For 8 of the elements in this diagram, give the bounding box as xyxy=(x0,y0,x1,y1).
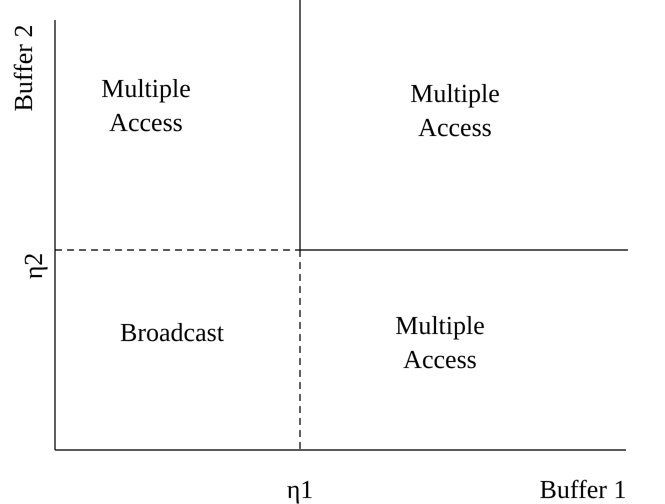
axis-label: Buffer 1 xyxy=(540,474,626,504)
region-label: Broadcast xyxy=(120,317,224,350)
region-label: Multiple Access xyxy=(409,78,501,144)
axis-label: Buffer 2 xyxy=(8,24,40,112)
region-label: Multiple Access xyxy=(394,310,486,376)
region-label: Multiple Access xyxy=(100,73,192,139)
threshold-label: η2 xyxy=(18,252,50,280)
threshold-label: η1 xyxy=(286,474,314,504)
